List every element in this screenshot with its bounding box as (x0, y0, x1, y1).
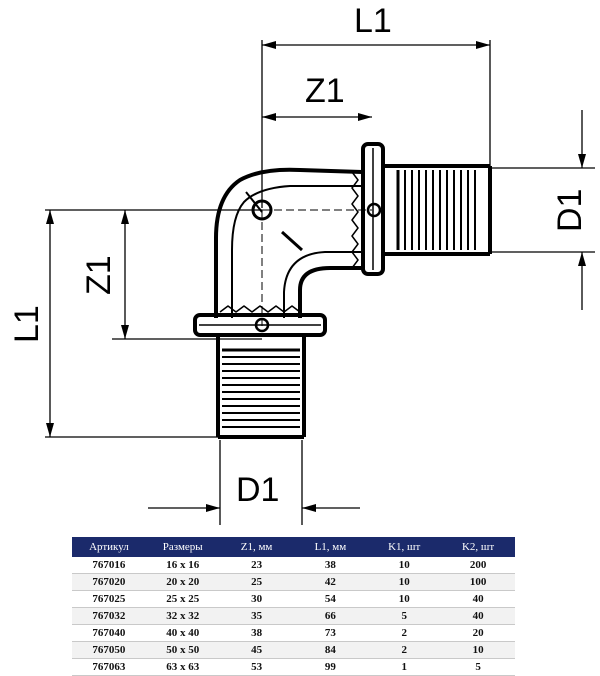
table-row: 767040 40 x 40 38 73 2 20 (72, 624, 515, 642)
cell-k2: 40 (441, 590, 515, 608)
cell-k2: 10 (441, 641, 515, 659)
cell-z1: 23 (219, 557, 294, 574)
elbow-fitting-drawing: L1 Z1 D1 L1 Z1 D1 (8, 2, 595, 525)
cell-z1: 38 (219, 624, 294, 642)
cell-size: 40 x 40 (145, 624, 220, 642)
dim-label-z1-left: Z1 (80, 255, 118, 295)
cell-l1: 54 (293, 590, 368, 608)
cell-size: 20 x 20 (145, 573, 220, 591)
dim-label-d1-right: D1 (551, 189, 589, 232)
cell-article: 767040 (72, 624, 146, 642)
extension-lines (45, 40, 595, 525)
cell-z1: 25 (219, 573, 294, 591)
cell-size: 32 x 32 (145, 607, 220, 625)
cell-l1: 38 (293, 557, 368, 574)
cell-k2: 100 (441, 573, 515, 591)
cell-article: 767020 (72, 573, 146, 591)
col-header: K1, шт (367, 537, 442, 557)
cell-z1: 45 (219, 641, 294, 659)
table-header-row: Артикул Размеры Z1, мм L1, мм K1, шт K2,… (72, 537, 515, 557)
cell-size: 16 x 16 (145, 557, 220, 574)
cell-k1: 5 (367, 607, 442, 625)
col-header: L1, мм (293, 537, 368, 557)
cell-article: 767025 (72, 590, 146, 608)
elbow-fitting (193, 142, 492, 439)
spec-table: Артикул Размеры Z1, мм L1, мм K1, шт K2,… (72, 537, 515, 676)
dimension-lines (46, 41, 586, 512)
dim-label-l1-left: L1 (8, 305, 46, 343)
table-row: 767025 25 x 25 30 54 10 40 (72, 590, 515, 608)
cell-k1: 2 (367, 641, 442, 659)
cell-article: 767050 (72, 641, 146, 659)
cell-size: 50 x 50 (145, 641, 220, 659)
dim-label-l1-top: L1 (354, 2, 392, 40)
cell-l1: 66 (293, 607, 368, 625)
table-row: 767050 50 x 50 45 84 2 10 (72, 641, 515, 659)
cell-k1: 10 (367, 573, 442, 591)
dim-label-z1-top: Z1 (305, 72, 345, 110)
table-row: 767016 16 x 16 23 38 10 200 (72, 557, 515, 574)
table-row: 767032 32 x 32 35 66 5 40 (72, 607, 515, 625)
col-header: Артикул (72, 537, 146, 557)
cell-k1: 10 (367, 557, 442, 574)
dim-label-d1-bottom: D1 (236, 471, 279, 509)
cell-size: 25 x 25 (145, 590, 220, 608)
cell-l1: 42 (293, 573, 368, 591)
col-header: Z1, мм (219, 537, 294, 557)
cell-article: 767032 (72, 607, 146, 625)
cell-z1: 35 (219, 607, 294, 625)
cell-k1: 2 (367, 624, 442, 642)
col-header: Размеры (145, 537, 220, 557)
table-row: 767020 20 x 20 25 42 10 100 (72, 573, 515, 591)
cell-article: 767016 (72, 557, 146, 574)
cell-l1: 73 (293, 624, 368, 642)
col-header: K2, шт (441, 537, 515, 557)
cell-k1: 10 (367, 590, 442, 608)
cell-k2: 200 (441, 557, 515, 574)
cell-z1: 30 (219, 590, 294, 608)
cell-k2: 20 (441, 624, 515, 642)
cell-k2: 40 (441, 607, 515, 625)
cell-l1: 84 (293, 641, 368, 659)
